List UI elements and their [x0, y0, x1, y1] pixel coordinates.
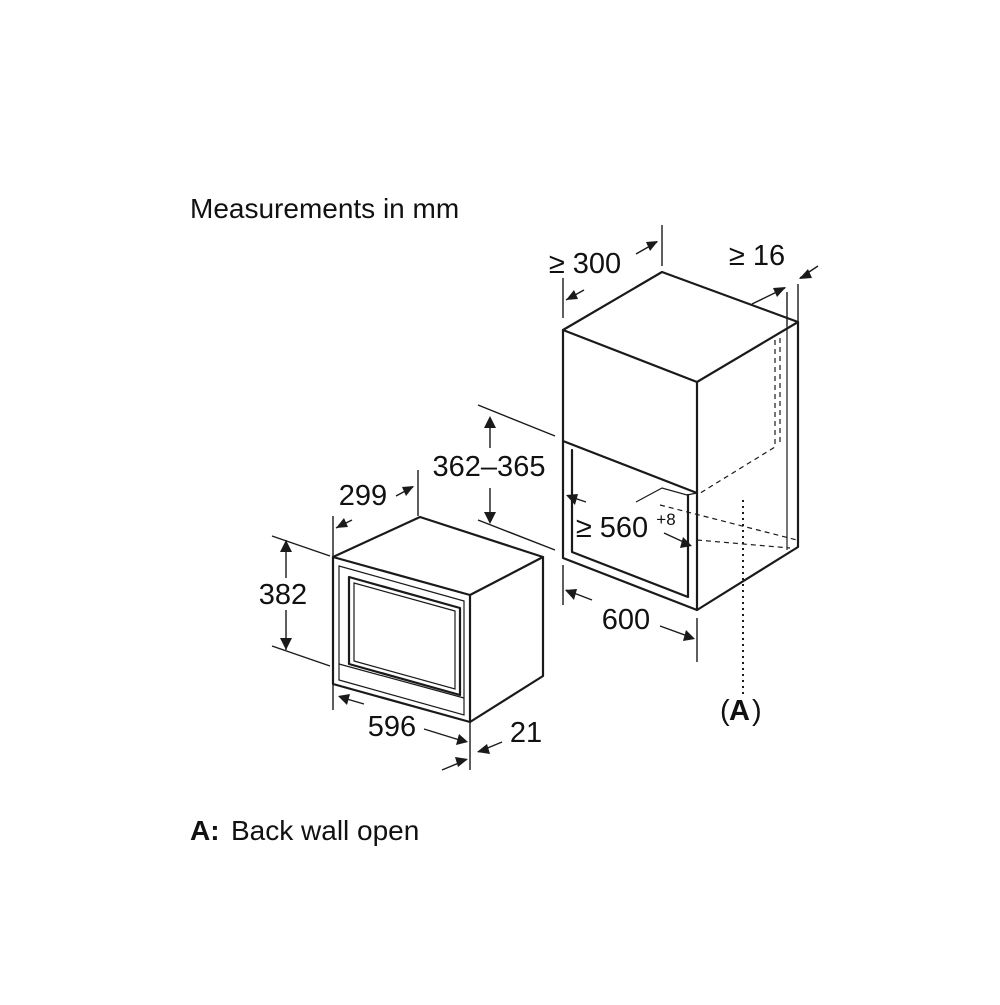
legend-text: Back wall open [231, 815, 419, 846]
marker-a: ( A ) [720, 695, 762, 727]
legend-key: A: [190, 815, 220, 846]
label-niche-width: ≥ 560 [576, 512, 648, 544]
label-appliance-depth: 299 [339, 480, 387, 512]
niche-hidden-floor-back [659, 504, 798, 541]
label-niche-height: 362–365 [433, 451, 546, 483]
appliance-front-bezel [338, 565, 465, 716]
label-side-gap: ≥ 16 [729, 240, 785, 272]
label-niche-depth: ≥ 300 [549, 248, 621, 280]
legend: A: Back wall open [190, 815, 419, 846]
dim-appliance-height: 382 [259, 535, 331, 667]
niche-right-side [695, 320, 800, 612]
label-niche-width-tolerance: +8 [656, 510, 675, 529]
appliance-control-strip [338, 663, 465, 699]
niche-opening-front [561, 439, 699, 612]
diagram-title: Measurements in mm [190, 193, 459, 224]
label-niche-outer-width: 600 [602, 604, 650, 636]
appliance-drawing [331, 515, 545, 724]
niche-drawing [561, 270, 800, 695]
appliance-door-glass [353, 582, 456, 690]
appliance-top [331, 515, 545, 597]
dim-frame: 21 [441, 717, 542, 771]
dim-niche-depth: ≥ 300 [549, 225, 663, 318]
niche-shelf-edge [635, 487, 698, 503]
dim-niche-outer-width: 600 [562, 565, 698, 662]
marker-a-letter: A [729, 695, 750, 727]
dim-side-gap: ≥ 16 [729, 240, 819, 326]
niche-upper-top [561, 270, 800, 384]
dim-niche-height: 362–365 [433, 404, 556, 551]
niche-upper-front [561, 328, 699, 495]
appliance-door-window [347, 575, 462, 697]
dim-appliance-width: 596 [332, 684, 471, 770]
marker-a-close: ) [752, 695, 762, 727]
dim-niche-width: ≥ 560 +8 [566, 494, 692, 548]
dim-appliance-depth: 299 [332, 470, 419, 556]
label-appliance-width: 596 [368, 711, 416, 743]
appliance-side [468, 555, 545, 724]
label-frame: 21 [510, 717, 542, 749]
marker-a-open: ( [720, 695, 730, 727]
label-appliance-height: 382 [259, 579, 307, 611]
niche-hidden-top [696, 340, 776, 496]
